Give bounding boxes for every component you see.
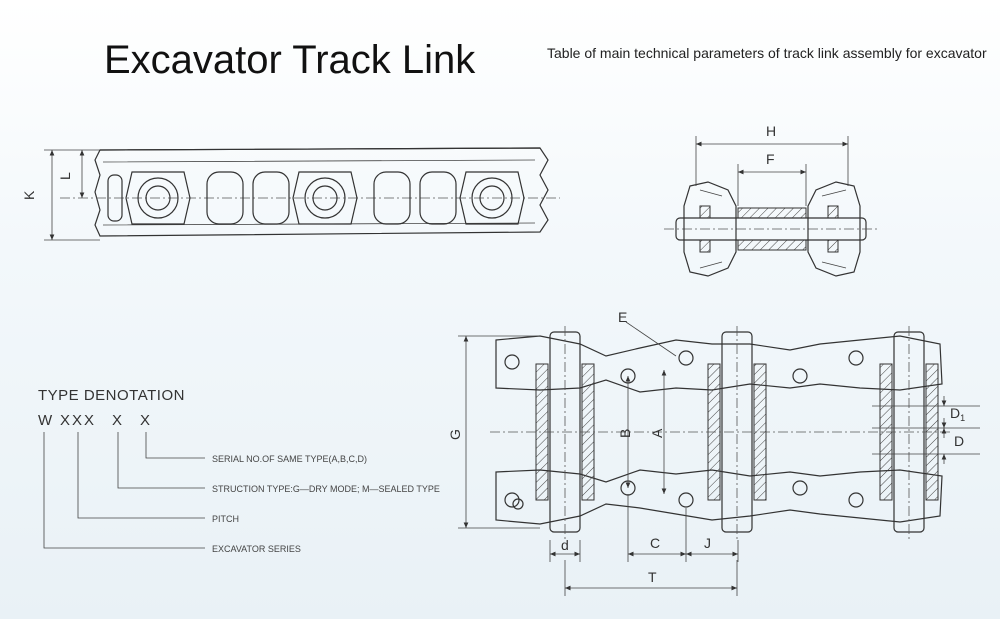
dim-H: H xyxy=(766,123,776,139)
page-title: Excavator Track Link xyxy=(104,38,476,82)
note-struction: STRUCTION TYPE:G—DRY MODE; M—SEALED TYPE xyxy=(212,484,440,494)
dim-E: E xyxy=(618,309,627,325)
dim-A: A xyxy=(649,428,665,438)
section-view: H F xyxy=(664,123,880,277)
dim-J: J xyxy=(704,535,711,551)
dim-D1: D1 xyxy=(950,405,965,423)
dim-G: G xyxy=(447,429,463,440)
side-pin-2 xyxy=(292,171,358,225)
note-series: EXCAVATOR SERIES xyxy=(212,544,301,554)
dim-T: T xyxy=(648,569,657,585)
code-series: W xyxy=(38,412,54,429)
page-subtitle: Table of main technical parameters of tr… xyxy=(547,45,987,61)
dim-d: d xyxy=(561,537,569,553)
note-pitch: PITCH xyxy=(212,514,239,524)
side-view: K L xyxy=(21,147,560,241)
note-serial: SERIAL NO.OF SAME TYPE(A,B,C,D) xyxy=(212,454,367,464)
type-denotation-title: TYPE DENOTATION xyxy=(38,387,185,404)
dim-D: D xyxy=(954,433,964,449)
side-pin-3 xyxy=(459,171,525,225)
type-denotation: TYPE DENOTATION W XXX X X SERIAL NO.OF S… xyxy=(38,387,440,554)
dim-L: L xyxy=(57,172,73,180)
dim-B: B xyxy=(617,429,633,438)
dim-C: C xyxy=(650,535,660,551)
code-struction: X xyxy=(112,412,124,429)
code-pitch: XXX xyxy=(60,412,96,429)
code-serial: X xyxy=(140,412,152,429)
side-pin-1 xyxy=(125,171,191,225)
top-view: G E B A D1 D d C J T xyxy=(447,309,980,596)
dim-F: F xyxy=(766,151,775,167)
dim-K: K xyxy=(21,190,37,200)
